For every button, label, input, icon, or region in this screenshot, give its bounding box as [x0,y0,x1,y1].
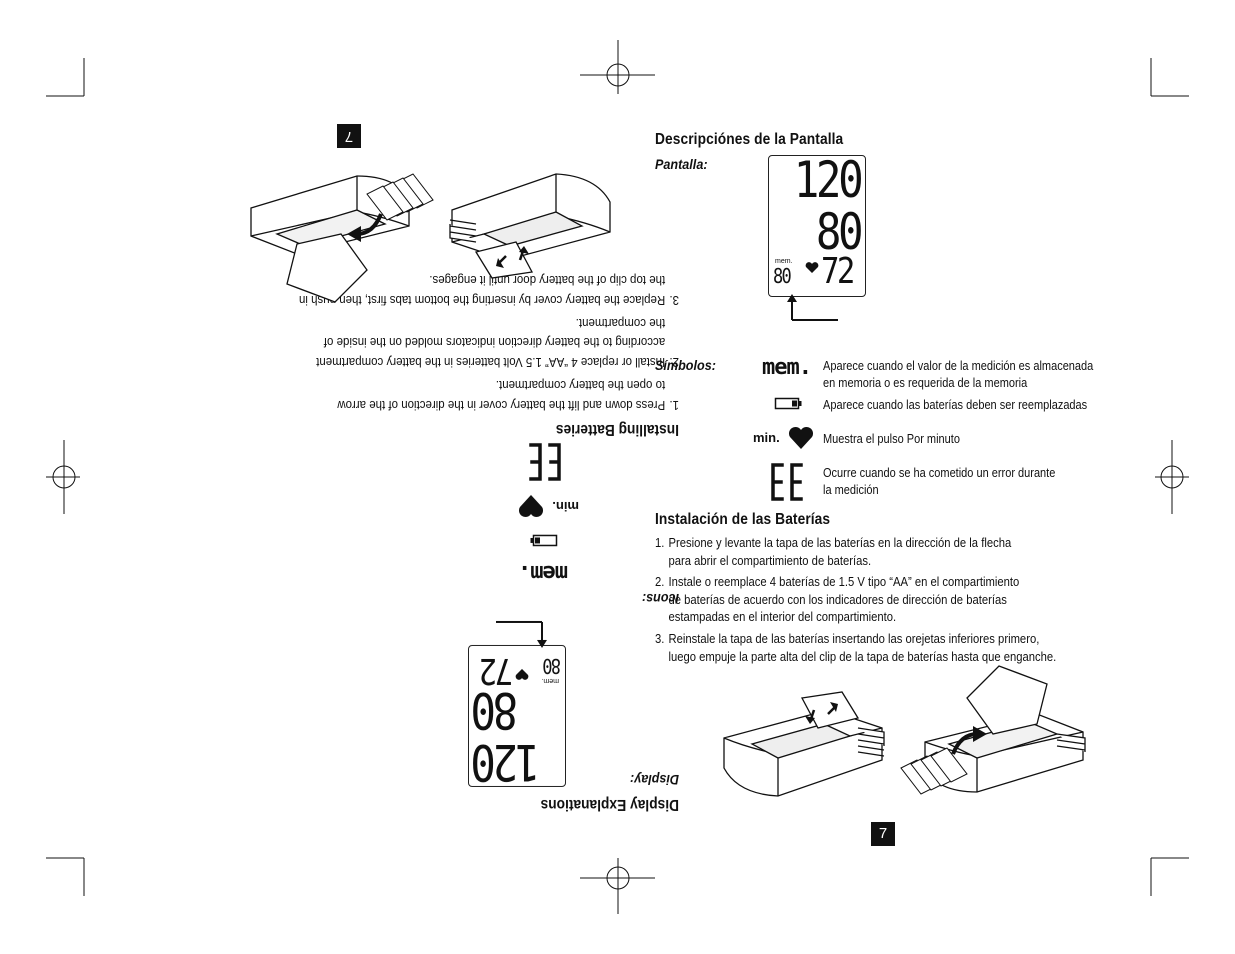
left-device-battery-compartment-illustration [250,173,434,303]
screen-label: Pantalla: [655,156,708,172]
lcd-display: 120 80 mem. 80 72 [768,151,866,297]
registration-mark-right [1155,440,1189,514]
left-lcd-display: 120 80 mem. 80 72 [468,645,566,791]
display-heading: Descripciónes de la Pantalla [655,131,844,148]
device-open-cover-illustration [723,691,885,797]
device-battery-compartment-illustration [900,665,1086,795]
symbol-desc-mem: Aparece cuando el valor de la medición e… [823,359,1094,390]
left-lcd-mem-number: 80 [543,654,561,678]
symbols-label: Símbolos: [655,357,716,373]
page-number: 7 [871,822,895,846]
lcd-systolic: 120 [793,151,863,209]
registration-mark-left [46,440,80,514]
lcd-diastolic: 80 [815,203,864,261]
left-battery-icon [530,534,558,547]
left-page-number: 7 [337,124,361,148]
left-error-ee-icon [529,443,561,481]
symbol-desc-pulse: Muestra el pulso Por minuto [823,432,960,446]
left-battery-heading: Installing Batteries [555,421,679,438]
left-device-open-cover-illustration [449,173,611,279]
registration-mark-top [580,40,655,94]
left-lcd-heart-icon [515,669,529,680]
left-icons-label: Icons: [641,591,679,607]
symbol-desc-error: Ocurre cuando se ha cometido un error du… [823,466,1056,497]
lcd-mem-label: mem. [775,258,793,265]
error-ee-icon [771,463,803,501]
left-lcd-pulse: 72 [481,650,513,691]
lcd-heart-icon [805,262,819,273]
lcd-mem-number: 80 [773,264,792,288]
left-page-rotated: Display Explanations Display: 120 80 mem… [90,100,679,860]
lcd-pointer-arrow [787,294,838,321]
left-min-label: min. [552,499,579,514]
left-display-heading: Display Explanations [540,796,679,813]
left-lcd-systolic: 120 [474,733,541,791]
left-lcd-mem-label: mem. [541,677,560,684]
heart-icon [788,426,814,449]
battery-heading: Instalación de las Baterías [655,511,831,528]
left-heart-icon [518,495,544,518]
symbol-desc-battery: Aparece cuando las baterías deben ser re… [823,398,1088,412]
lcd-pulse: 72 [821,251,855,292]
battery-icon [774,397,802,410]
left-screen-label: Display: [629,772,679,788]
left-mem-symbol: mem. [519,560,568,585]
mem-symbol: mem. [762,355,812,380]
left-lcd-pointer-arrow [496,621,547,648]
min-label: min. [753,430,780,445]
registration-mark-bottom [580,858,655,914]
